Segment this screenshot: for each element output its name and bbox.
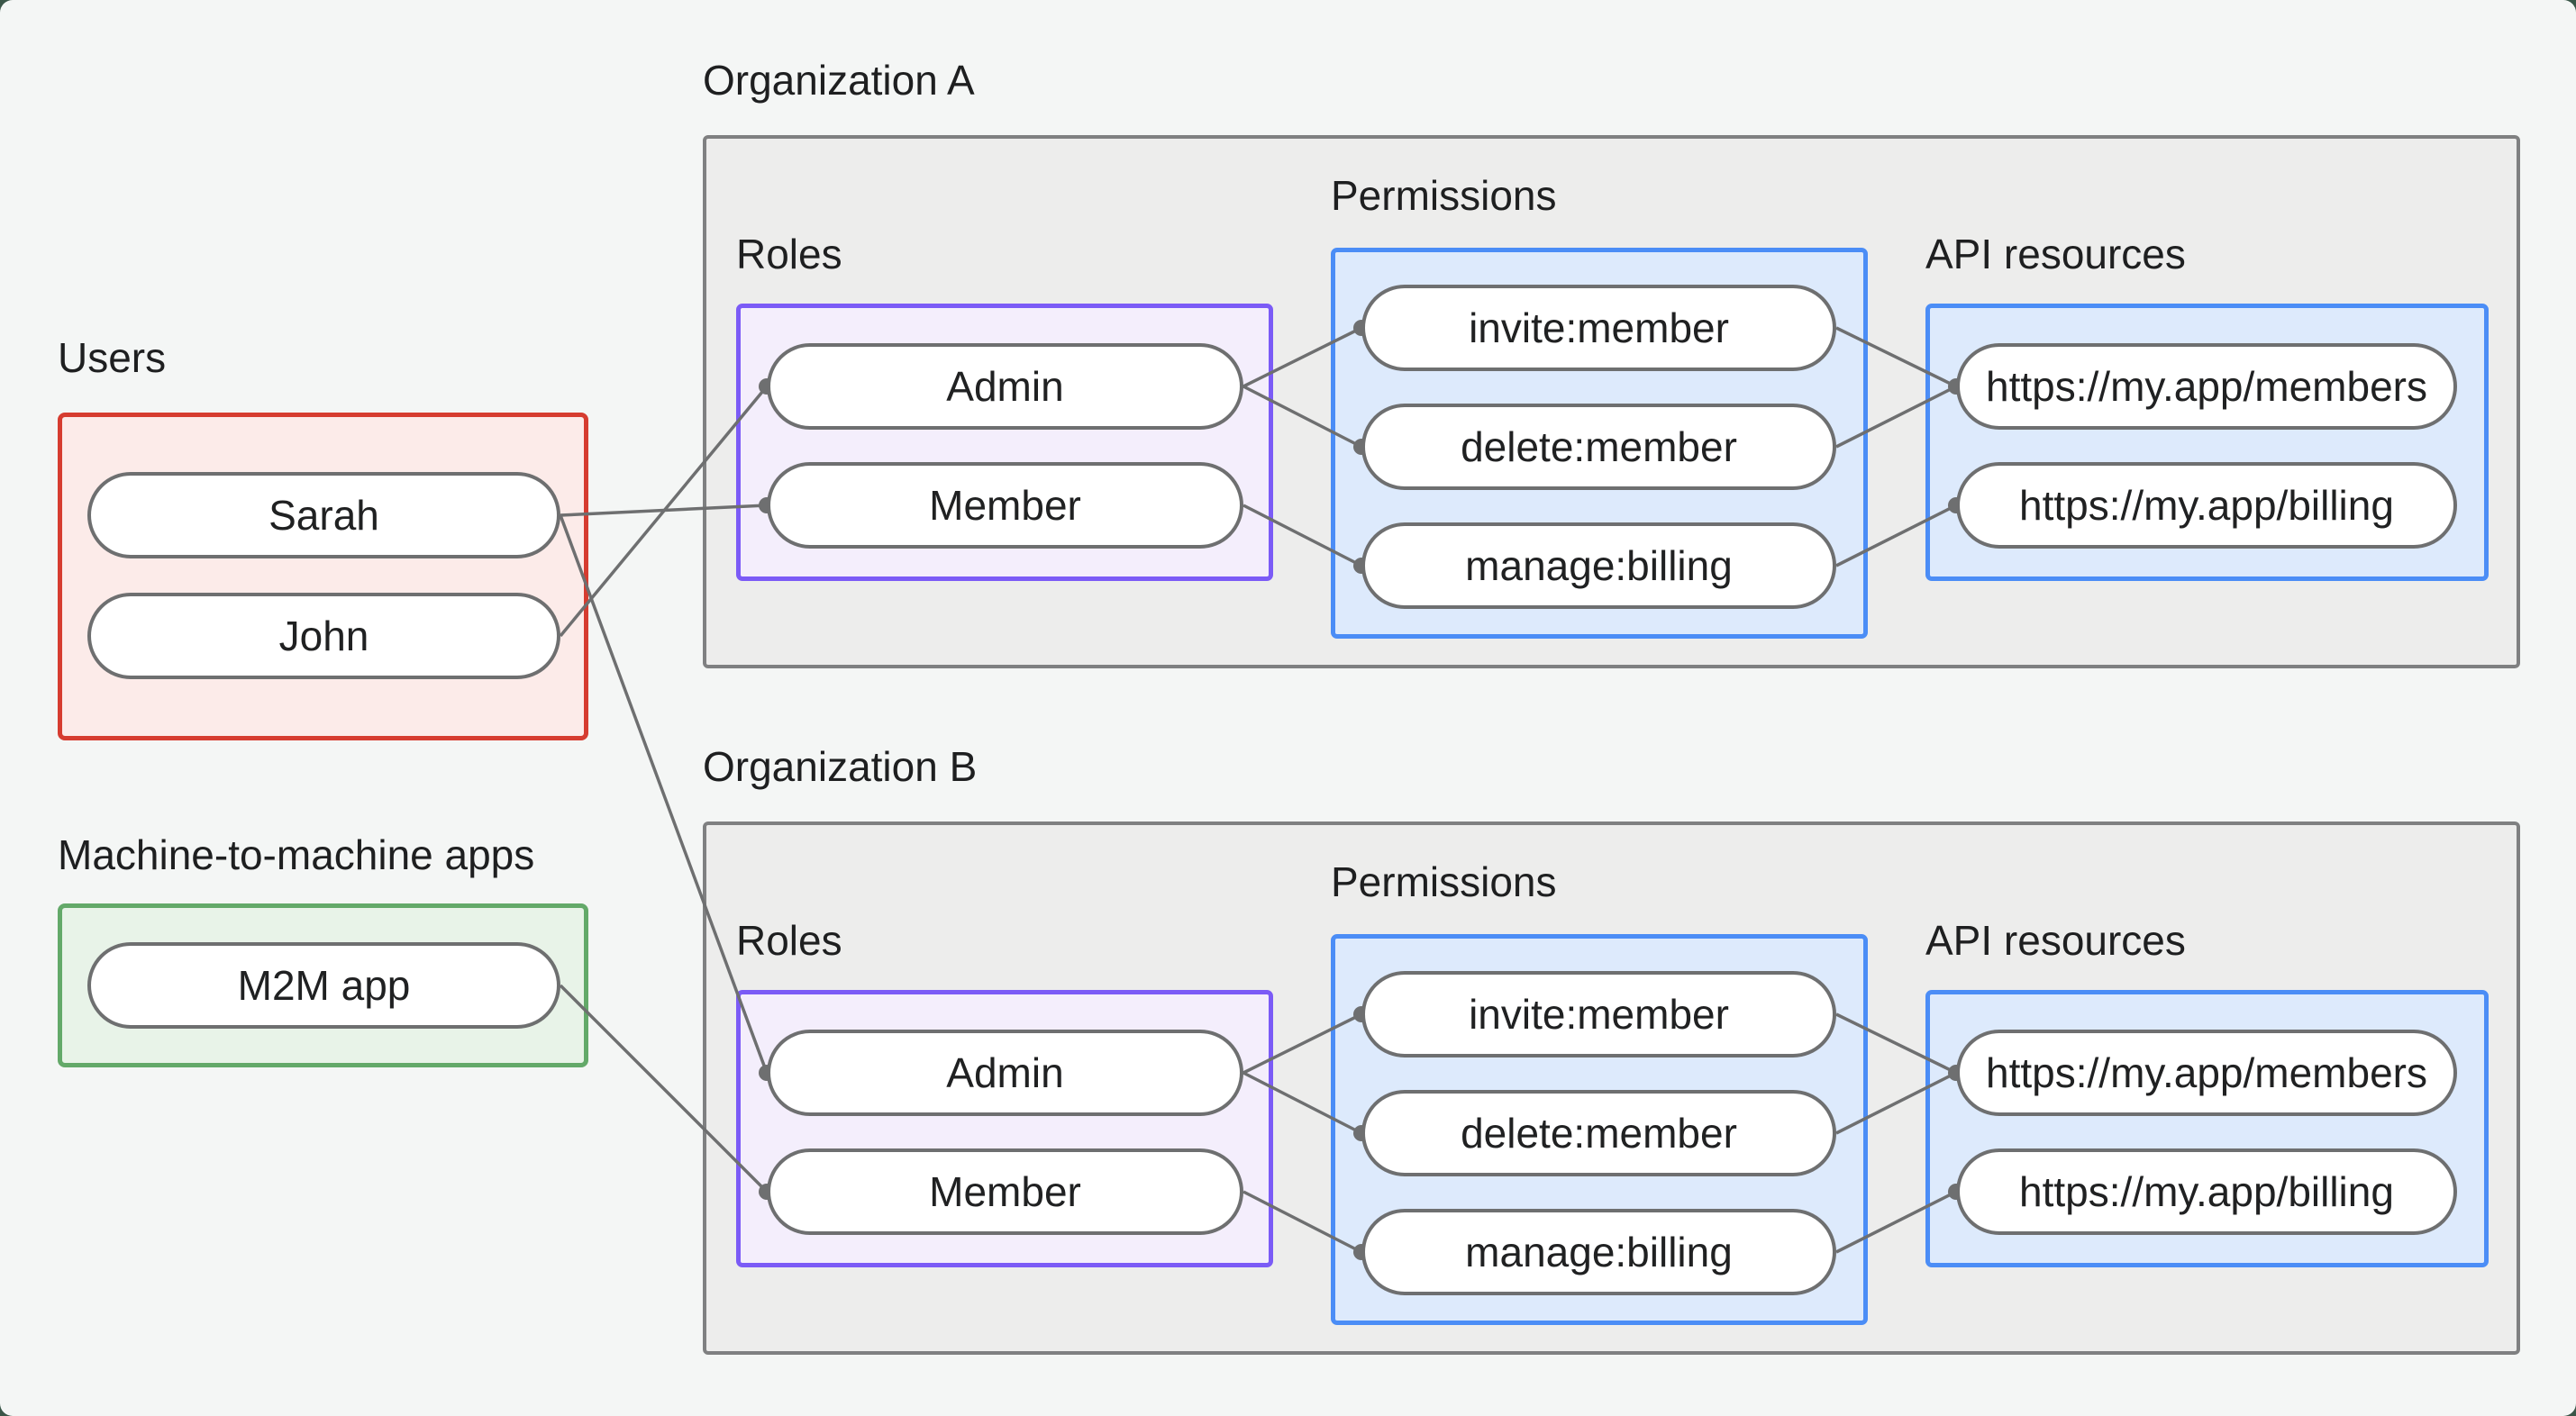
edge-orga-invite-members — [1835, 326, 1957, 388]
org-a-api-resources-label: API resources — [1925, 231, 2186, 277]
edge-orga-manage-billing — [1835, 504, 1957, 567]
org-a-permissions-label: Permissions — [1331, 172, 1557, 219]
org-b-api-resources-label: API resources — [1925, 917, 2186, 964]
edge-m2m-orgb-member — [559, 984, 769, 1194]
org-b-roles-label: Roles — [736, 917, 842, 964]
org-a-api-pill-members: https://my.app/members — [1956, 343, 2457, 430]
edge-orgb-delete-members — [1835, 1071, 1957, 1135]
m2m-group-label: Machine-to-machine apps — [58, 831, 535, 878]
edge-orga-admin-invite — [1242, 326, 1362, 388]
edge-orgb-manage-billing — [1835, 1190, 1957, 1254]
edge-john-orga-admin — [559, 385, 769, 638]
edge-orgb-member-manage — [1242, 1190, 1362, 1254]
org-b-api-pill-members: https://my.app/members — [1956, 1030, 2457, 1116]
org-a-role-pill-admin: Admin — [767, 343, 1243, 430]
user-pill-sarah: Sarah — [87, 472, 560, 558]
org-b-permission-pill-manage-billing: manage:billing — [1361, 1209, 1836, 1295]
org-a-permission-pill-invite-member: invite:member — [1361, 285, 1836, 371]
org-b-api-pill-billing: https://my.app/billing — [1956, 1148, 2457, 1235]
edge-orga-member-manage — [1242, 504, 1362, 567]
org-b-role-pill-member: Member — [767, 1148, 1243, 1235]
org-b-permission-pill-invite-member: invite:member — [1361, 971, 1836, 1057]
m2m-pill-app: M2M app — [87, 942, 560, 1029]
edge-orga-admin-delete — [1242, 385, 1362, 449]
user-pill-john: John — [87, 593, 560, 679]
edge-sarah-orgb-admin — [559, 514, 769, 1074]
org-b-role-pill-admin: Admin — [767, 1030, 1243, 1116]
org-b-permissions-label: Permissions — [1331, 858, 1557, 905]
org-b-title: Organization B — [703, 743, 978, 790]
org-a-permission-pill-delete-member: delete:member — [1361, 404, 1836, 490]
users-group-box — [58, 413, 588, 740]
org-a-api-pill-billing: https://my.app/billing — [1956, 462, 2457, 549]
edge-orgb-admin-invite — [1242, 1012, 1362, 1075]
edge-orgb-admin-delete — [1242, 1071, 1362, 1135]
users-group-label: Users — [58, 334, 167, 381]
edge-orgb-invite-members — [1835, 1012, 1957, 1075]
org-a-roles-label: Roles — [736, 231, 842, 277]
org-b-permission-pill-delete-member: delete:member — [1361, 1090, 1836, 1176]
org-a-permission-pill-manage-billing: manage:billing — [1361, 522, 1836, 609]
org-a-title: Organization A — [703, 57, 975, 104]
org-a-role-pill-member: Member — [767, 462, 1243, 549]
edge-orga-delete-members — [1835, 385, 1957, 449]
